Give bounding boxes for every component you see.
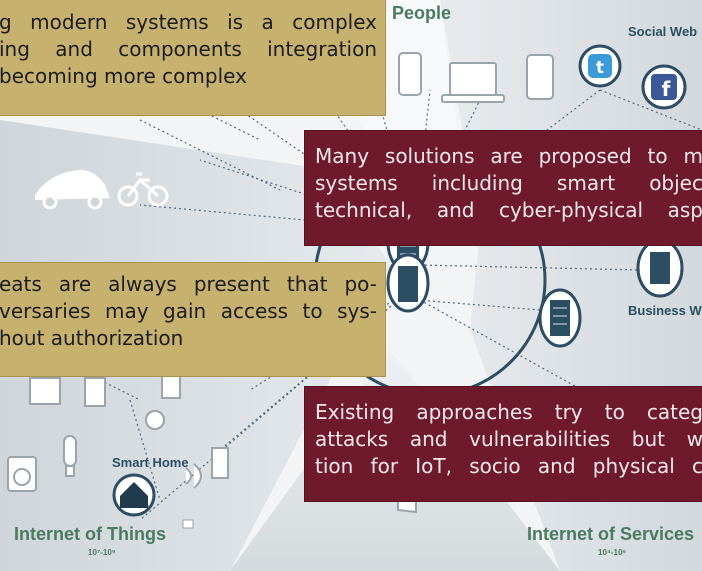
callout-threats-line-3: hout authorization xyxy=(0,326,184,350)
twitter-icon: t xyxy=(578,44,622,88)
social-web-label: Social Web xyxy=(628,24,698,39)
internet-of-things-label: Internet of Things xyxy=(14,524,166,544)
people-label: People xyxy=(392,3,452,23)
smartphone-icon xyxy=(398,52,422,96)
washing-machine-icon xyxy=(7,456,37,492)
callout-complexity-line-2: ing and components integration xyxy=(0,37,377,61)
callout-approaches-line-1: Existing approaches try to categ xyxy=(315,400,702,424)
business-web-label: Business Web xyxy=(628,303,702,318)
laptop-icon xyxy=(441,62,505,103)
light-bulb-icon xyxy=(63,435,77,477)
internet-of-things-scale: 10⁷-10⁹ xyxy=(88,548,116,557)
callout-threats-line-2: versaries may gain access to sys- xyxy=(0,299,377,323)
callout-solutions-line-3: technical, and cyber-physical asp xyxy=(315,198,702,222)
callout-threats: eats are always present that po- versari… xyxy=(0,262,386,377)
callout-solutions-line-1: Many solutions are proposed to m xyxy=(315,144,702,168)
internet-of-services-scale: 10⁴-10⁶ xyxy=(598,548,627,557)
callout-solutions-line-2: systems including smart objec xyxy=(315,171,702,195)
callout-approaches-line-2: attacks and vulnerabilities but w xyxy=(315,427,702,451)
callout-complexity: g modern systems is a complex ing and co… xyxy=(0,0,386,116)
callout-threats-line-1: eats are always present that po- xyxy=(0,272,377,296)
bicycle-icon xyxy=(117,172,169,207)
svg-text:t: t xyxy=(596,58,604,78)
callout-complexity-line-1: g modern systems is a complex xyxy=(0,10,377,34)
internet-of-services-label: Internet of Services xyxy=(527,524,695,544)
tablet-icon xyxy=(526,54,554,100)
callout-complexity-line-3: becoming more complex xyxy=(0,64,247,88)
car-icon xyxy=(35,170,110,210)
callout-approaches: Existing approaches try to categ attacks… xyxy=(304,386,702,502)
smart-home-label: Smart Home xyxy=(112,455,189,470)
callout-approaches-line-3: tion for IoT, socio and physical c xyxy=(315,454,702,478)
svg-text:f: f xyxy=(662,77,671,101)
callout-solutions: Many solutions are proposed to m systems… xyxy=(304,130,702,246)
house-icon xyxy=(112,473,156,517)
facebook-icon: f xyxy=(641,64,687,110)
